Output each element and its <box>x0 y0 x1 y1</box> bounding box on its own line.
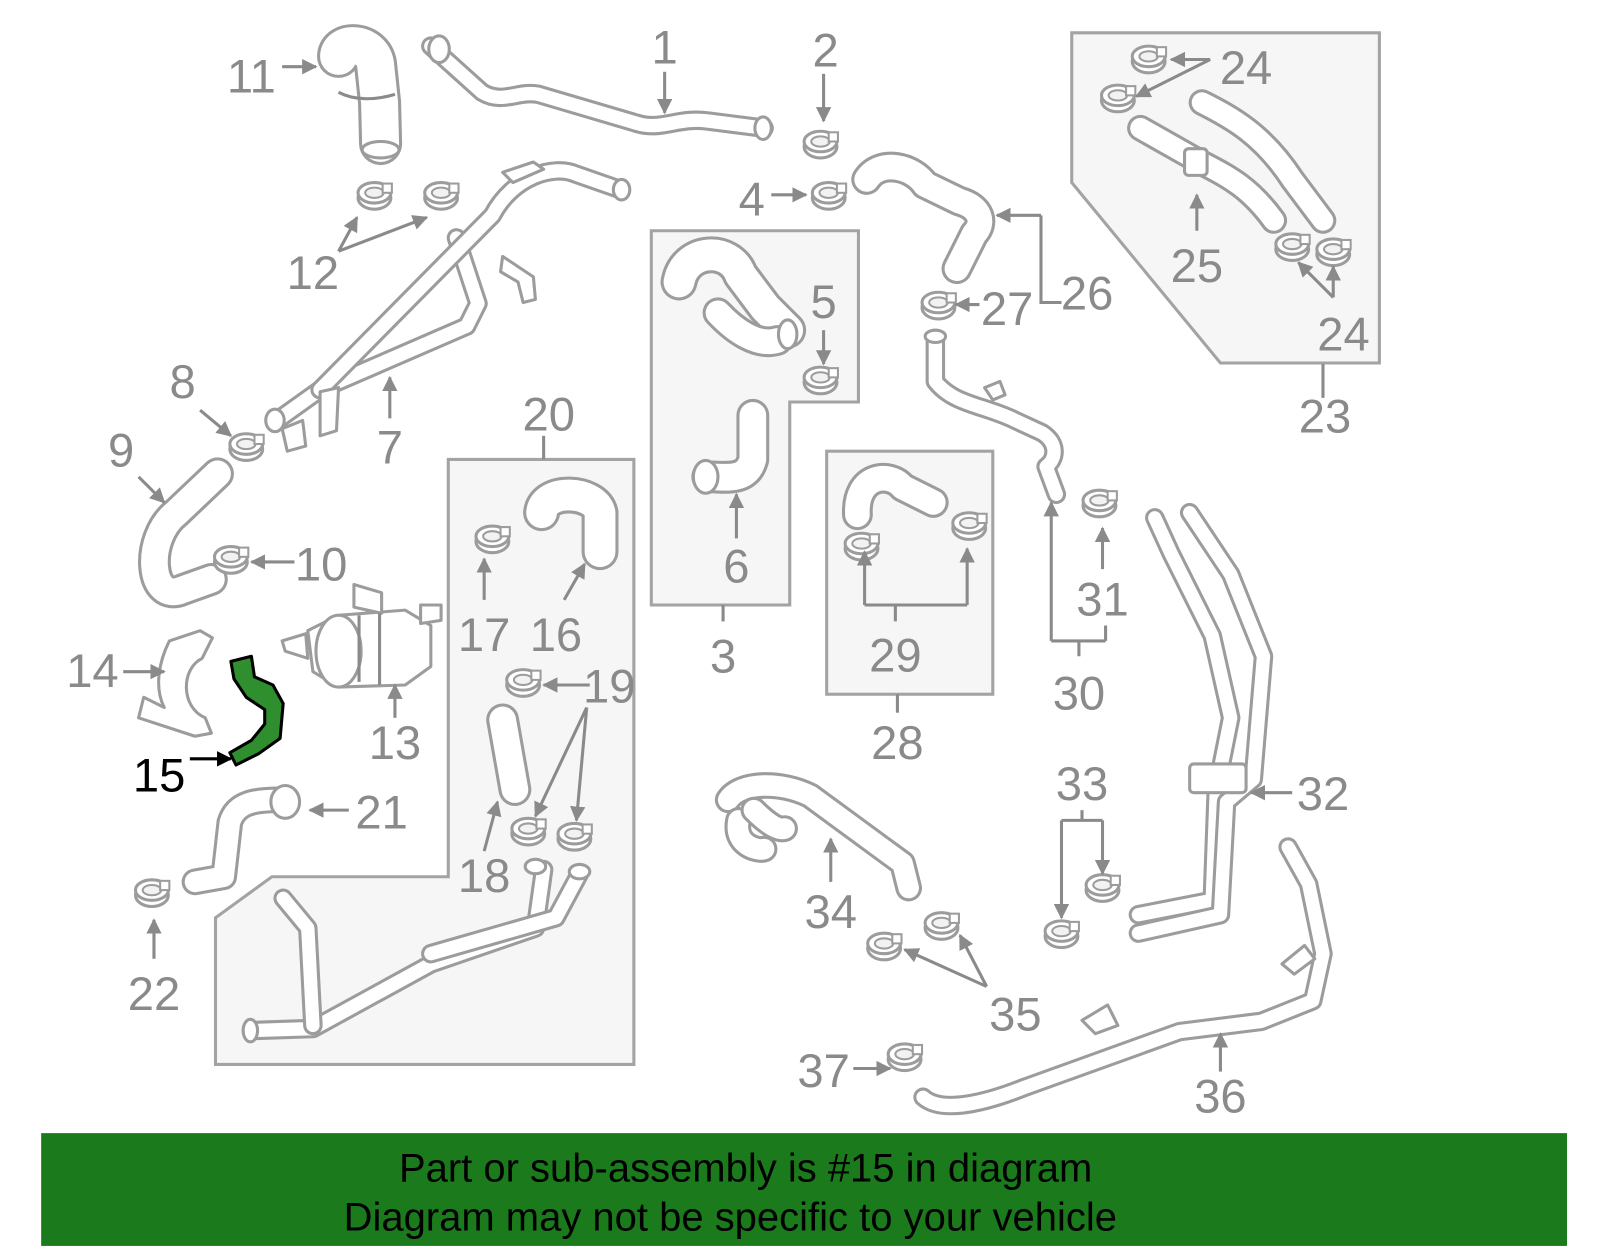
coolant-hose-25 <box>1127 89 1337 234</box>
coolant-hose-9 <box>138 457 234 609</box>
hose-clamp <box>1276 234 1310 261</box>
coolant-pipe-32 <box>1128 502 1274 943</box>
callout-30: 30 <box>1053 667 1105 720</box>
hose-clamp <box>804 367 838 394</box>
callout-8: 8 <box>170 355 196 408</box>
callout-24-bottom: 24 <box>1317 308 1369 361</box>
callout-2: 2 <box>813 24 839 77</box>
coolant-hose-34 <box>714 772 923 902</box>
callout-1: 1 <box>652 21 678 74</box>
callout-23: 23 <box>1299 390 1351 443</box>
hose-clamp <box>425 183 459 210</box>
callout-37: 37 <box>797 1044 849 1097</box>
callout-20: 20 <box>523 388 575 441</box>
callout-36: 36 <box>1194 1070 1246 1123</box>
hose-clamp <box>214 547 248 574</box>
hose-clamp <box>1101 85 1135 112</box>
coolant-hose-21 <box>181 783 302 896</box>
coolant-pipe-36 <box>913 837 1333 1116</box>
hose-clamp <box>804 131 838 158</box>
coolant-hose-16 <box>523 476 619 571</box>
coolant-hose-29 <box>842 463 949 531</box>
callout-12: 12 <box>287 246 339 299</box>
hose-clamp <box>845 533 879 560</box>
hose-clamp <box>868 933 902 960</box>
callout-28: 28 <box>871 716 923 769</box>
callout-32: 32 <box>1297 767 1349 820</box>
callout-21: 21 <box>355 786 407 839</box>
hose-clamp <box>812 183 846 210</box>
callout-35: 35 <box>989 988 1041 1041</box>
hose-clamp <box>925 913 959 940</box>
callout-33: 33 <box>1056 757 1108 810</box>
mounting-bracket-14 <box>137 629 214 738</box>
hose-clamp <box>1045 921 1079 948</box>
hose-clamp <box>230 434 264 461</box>
hose-clamp <box>507 670 541 697</box>
callout-14: 14 <box>66 644 118 697</box>
group-box-23 <box>1070 31 1381 365</box>
callout-26: 26 <box>1061 267 1113 320</box>
callout-17: 17 <box>458 608 510 661</box>
hose-clamp <box>136 880 170 907</box>
callout-25: 25 <box>1171 239 1223 292</box>
leader-lines <box>123 51 1341 1077</box>
callout-24-top: 24 <box>1220 41 1272 94</box>
callout-11: 11 <box>227 49 276 102</box>
callout-22: 22 <box>128 967 180 1020</box>
callout-27: 27 <box>981 282 1033 335</box>
callout-13: 13 <box>369 716 421 769</box>
coolant-pipe-20 <box>241 857 592 1044</box>
hose-clamp <box>953 513 987 540</box>
callout-7: 7 <box>377 421 403 474</box>
callout-34: 34 <box>805 885 857 938</box>
callout-15: 15 <box>133 749 185 802</box>
callout-3: 3 <box>710 630 736 683</box>
hose-clamp <box>476 526 510 553</box>
coolant-pump-13 <box>280 582 443 689</box>
callout-19: 19 <box>583 659 635 712</box>
callout-18: 18 <box>458 849 510 902</box>
callout-6: 6 <box>723 539 749 592</box>
hose-clamp <box>1086 875 1120 902</box>
coolant-hose-11 <box>317 24 403 166</box>
callout-9: 9 <box>108 424 134 477</box>
callout-10: 10 <box>295 537 347 590</box>
callout-29: 29 <box>869 629 921 682</box>
hose-clamp <box>888 1044 922 1071</box>
hose-clamp <box>922 292 956 319</box>
coolant-hose-18 <box>486 703 532 807</box>
callout-31: 31 <box>1076 572 1128 625</box>
hose-clamp <box>1083 490 1117 517</box>
coolant-hose-26 <box>851 151 996 285</box>
coolant-hose-3 <box>660 236 807 358</box>
hose-clamp <box>558 823 592 850</box>
hose-clamp <box>512 818 546 845</box>
banner-line-1: Part or sub-assembly is #15 in diagram <box>399 1146 1092 1190</box>
coolant-hose-6 <box>691 398 770 495</box>
callout-5: 5 <box>810 275 836 328</box>
coolant-pipe-1 <box>421 34 774 141</box>
info-banner <box>41 1133 1568 1246</box>
hose-clamp <box>1132 46 1166 73</box>
hose-clamp <box>1317 239 1351 266</box>
callout-4: 4 <box>739 172 765 225</box>
hose-clamp <box>358 183 392 210</box>
highlighted-part-15[interactable] <box>228 654 285 767</box>
banner-line-2: Diagram may not be specific to your vehi… <box>344 1196 1117 1240</box>
coolant-pipe-30 <box>923 328 1067 505</box>
coolant-pipe-7 <box>264 160 632 453</box>
callout-16: 16 <box>530 608 582 661</box>
